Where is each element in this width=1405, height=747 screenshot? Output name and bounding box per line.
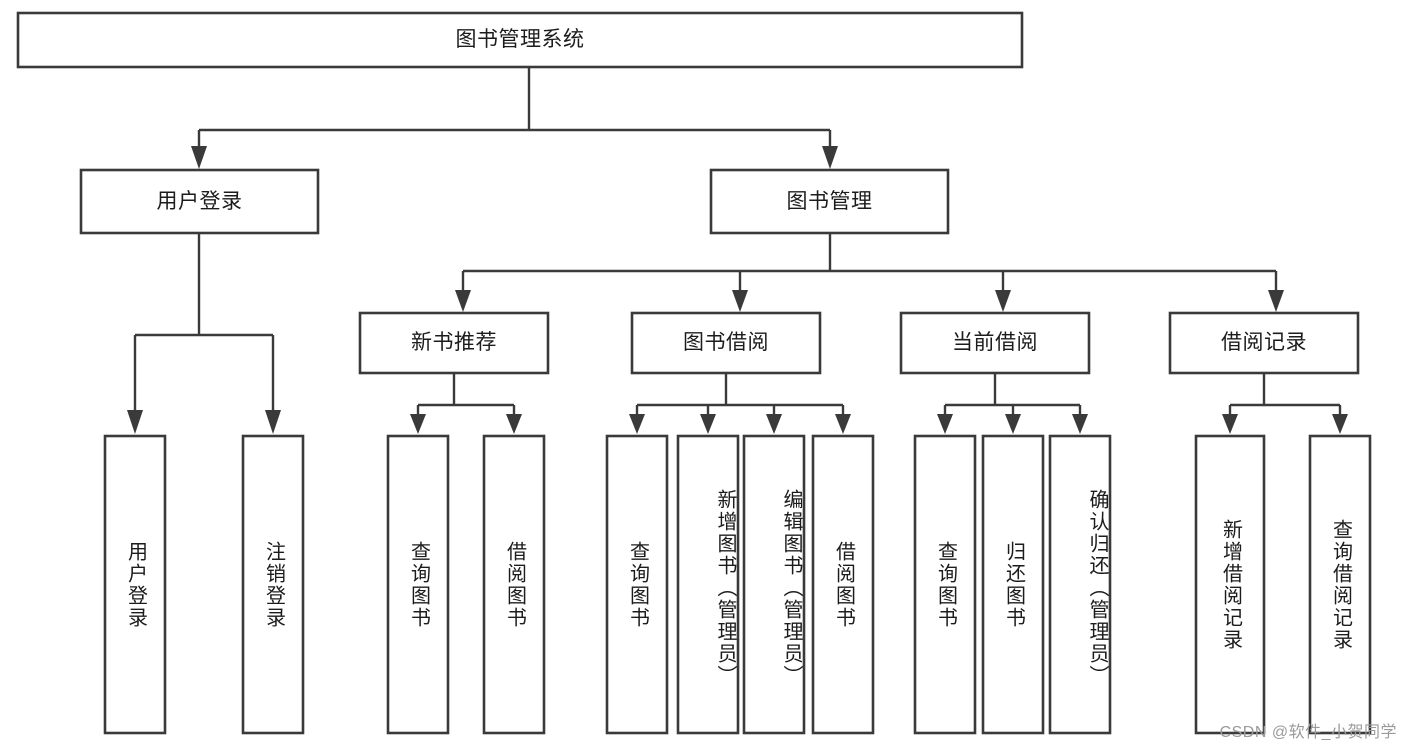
arrowhead-leaf-0 xyxy=(127,410,143,434)
arrowhead-leaf-7 xyxy=(835,414,851,434)
node-box-leaf-8[interactable] xyxy=(913,434,977,735)
node-box-book-management[interactable] xyxy=(709,168,950,235)
node-box-leaf-10[interactable] xyxy=(1048,434,1112,735)
arrowhead-leaf-11 xyxy=(1222,414,1238,434)
arrowhead-book-borrow xyxy=(732,290,748,312)
node-box-root[interactable] xyxy=(16,11,1024,69)
node-box-leaf-0[interactable] xyxy=(103,434,167,735)
arrowhead-leaf-2 xyxy=(410,414,426,434)
node-box-leaf-7[interactable] xyxy=(811,434,875,735)
node-box-leaf-11[interactable] xyxy=(1194,434,1266,735)
node-box-leaf-4[interactable] xyxy=(605,434,669,735)
arrowhead-leaf-3 xyxy=(506,414,522,434)
arrowhead-leaf-8 xyxy=(937,414,953,434)
arrowhead-leaf-9 xyxy=(1005,414,1021,434)
node-box-book-borrow[interactable] xyxy=(630,311,822,375)
arrowhead-current-borrow xyxy=(995,290,1011,312)
arrowhead-book-management xyxy=(822,146,838,169)
csdn-watermark: CSDN @软件_小贺同学 xyxy=(1219,724,1397,741)
arrowhead-leaf-6 xyxy=(766,414,782,434)
arrowhead-leaf-5 xyxy=(700,414,716,434)
node-box-current-borrow[interactable] xyxy=(899,311,1091,375)
node-box-leaf-12[interactable] xyxy=(1308,434,1372,735)
arrowhead-leaf-4 xyxy=(629,414,645,434)
arrowhead-leaf-12 xyxy=(1332,414,1348,434)
arrowhead-borrow-record xyxy=(1268,290,1284,312)
node-box-borrow-record[interactable] xyxy=(1168,311,1360,375)
node-box-leaf-9[interactable] xyxy=(981,434,1045,735)
node-box-leaf-6[interactable] xyxy=(742,434,806,735)
arrowhead-leaf-1 xyxy=(265,410,281,434)
arrowhead-user-login xyxy=(191,146,207,169)
node-box-new-book-recommend[interactable] xyxy=(358,311,550,375)
arrowhead-leaf-10 xyxy=(1072,414,1088,434)
node-box-leaf-1[interactable] xyxy=(241,434,305,735)
node-box-leaf-3[interactable] xyxy=(482,434,546,735)
node-box-user-login[interactable] xyxy=(79,168,320,235)
node-box-leaf-5[interactable] xyxy=(676,434,740,735)
node-box-leaf-2[interactable] xyxy=(386,434,450,735)
arrowhead-new-book-recommend xyxy=(455,290,471,312)
